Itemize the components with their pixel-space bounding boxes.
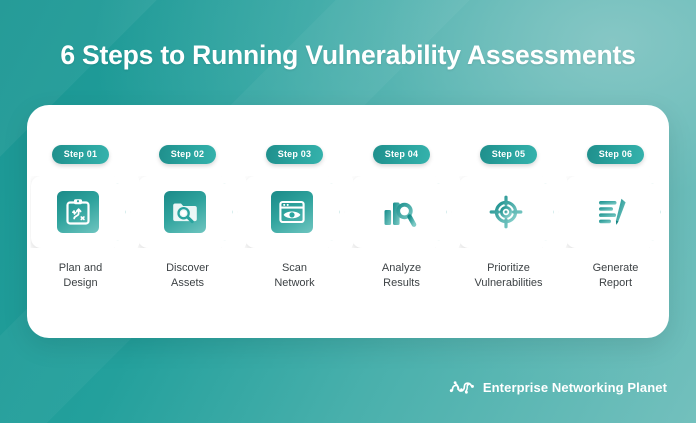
clipboard-strategy-icon [56,191,99,233]
footer-brand: Enterprise Networking Planet [449,379,667,395]
folder-search-icon [163,191,206,233]
bar-chart-search-icon [378,191,420,233]
step-item-2[interactable]: Step 02 Discover Assets [134,105,241,338]
step-card-1 [30,176,131,248]
step-card-4 [351,176,452,248]
step-badge-6: Step 06 [586,145,645,164]
brand-name: Enterprise Networking Planet [482,379,667,395]
step-label-1: Plan and Design [58,262,103,289]
step-badge-4: Step 04 [372,145,431,164]
step-label-2: Discover Assets [166,262,209,289]
step-card-3 [244,176,345,248]
page-title: 6 Steps to Running Vulnerability Assessm… [60,40,636,70]
step-item-3[interactable]: Step 03 Scan Network [241,105,348,338]
step-label-5: Prioritize Vulnerabilities [474,262,543,289]
step-item-5[interactable]: Step 05 [455,105,562,338]
content-panel [27,105,669,338]
step-card-6 [565,176,666,248]
step-badge-5: Step 05 [479,145,538,164]
step-badge-1: Step 01 [51,145,110,164]
target-crosshair-icon [485,191,527,233]
step-card-shape-6 [565,176,666,248]
step-label-4: Analyze Results [381,262,422,289]
step-card-5 [458,176,559,248]
document-pencil-icon [592,191,634,233]
step-item-6[interactable]: Step 06 [562,105,669,338]
step-badge-2: Step 02 [158,145,217,164]
step-item-1[interactable]: Step 01 Plan and D [27,105,134,338]
browser-eye-icon [270,191,313,233]
step-card-2 [137,176,238,248]
step-card-shape-5 [458,176,559,248]
network-nodes-logo [449,379,475,395]
step-badge-3: Step 03 [265,145,324,164]
step-label-3: Scan Network [274,262,315,289]
steps-row: Step 01 Plan and D [27,105,669,338]
step-label-6: Generate Report [592,262,639,289]
step-item-4[interactable]: Step 04 [348,105,455,338]
